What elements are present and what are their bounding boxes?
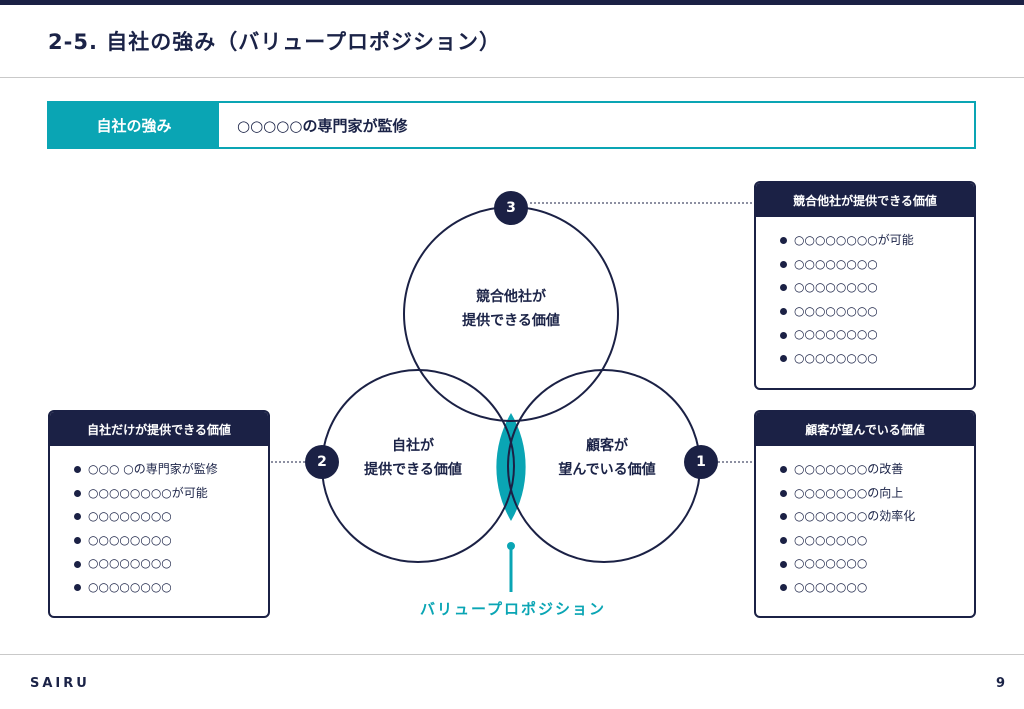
- bullet-icon: [780, 489, 787, 497]
- bullet-icon: [780, 260, 787, 268]
- list-item: ○○○○○○○の効率化: [780, 505, 974, 529]
- list-item: ○○○○○○○○: [74, 529, 268, 553]
- bullet-icon: [780, 355, 787, 363]
- slide-title: 2-5. 自社の強み（バリュープロポジション）: [48, 30, 501, 54]
- own-value-card: 自社だけが提供できる価値 ○○○ ○の専門家が監修 ○○○○○○○○が可能 ○○…: [48, 410, 270, 618]
- list-item: ○○○○○○○: [780, 576, 974, 600]
- own-circle-text: 自社が 提供できる価値: [343, 434, 483, 482]
- list-item: ○○○○○○○: [780, 529, 974, 553]
- strength-label: 自社の強み: [49, 103, 219, 147]
- list-item: ○○○○○○○○が可能: [74, 482, 268, 506]
- list-item: ○○○ ○の専門家が監修: [74, 458, 268, 482]
- list-item: ○○○○○○○の向上: [780, 482, 974, 506]
- list-item: ○○○○○○○○: [74, 505, 268, 529]
- customer-card-title: 顧客が望んでいる価値: [756, 412, 974, 446]
- competitors-value-card: 競合他社が提供できる価値 ○○○○○○○○が可能 ○○○○○○○○ ○○○○○○…: [754, 181, 976, 390]
- bullet-icon: [74, 560, 81, 568]
- own-card-title: 自社だけが提供できる価値: [50, 412, 268, 446]
- bullet-icon: [780, 466, 787, 474]
- own-line1: 自社が: [392, 438, 434, 454]
- header-divider: [0, 77, 1024, 78]
- bullet-icon: [74, 537, 81, 545]
- list-item: ○○○○○○○○: [780, 253, 974, 277]
- competitors-card-title: 競合他社が提供できる価値: [756, 183, 974, 217]
- bullet-icon: [74, 489, 81, 497]
- value-proposition-overlap: [496, 413, 526, 521]
- list-item: ○○○○○○○の改善: [780, 458, 974, 482]
- list-item: ○○○○○○○: [780, 552, 974, 576]
- strength-value: ○○○○○の専門家が監修: [237, 116, 408, 135]
- own-line2: 提供できる価値: [364, 462, 462, 478]
- list-item: ○○○○○○○○: [780, 323, 974, 347]
- customer-value-card: 顧客が望んでいる価値 ○○○○○○○の改善 ○○○○○○○の向上 ○○○○○○○…: [754, 410, 976, 618]
- list-item: ○○○○○○○○: [780, 300, 974, 324]
- competitors-number-badge: 3: [494, 191, 528, 225]
- list-item: ○○○○○○○○が可能: [780, 229, 974, 253]
- own-number-badge: 2: [305, 445, 339, 479]
- competitors-circle-text: 競合他社が 提供できる価値: [431, 285, 591, 333]
- bullet-icon: [780, 537, 787, 545]
- value-proposition-label: バリュープロポジション: [419, 600, 607, 618]
- competitors-line1: 競合他社が: [476, 289, 546, 305]
- top-accent-bar: [0, 0, 1024, 5]
- footer-divider: [0, 654, 1024, 655]
- bullet-icon: [780, 560, 787, 568]
- bullet-icon: [780, 584, 787, 592]
- bullet-icon: [780, 331, 787, 339]
- bullet-icon: [780, 513, 787, 521]
- bullet-icon: [74, 466, 81, 474]
- list-item: ○○○○○○○○: [74, 576, 268, 600]
- page-number: 9: [995, 676, 1005, 691]
- bullet-icon: [74, 584, 81, 592]
- customer-number-badge: 1: [684, 445, 718, 479]
- bullet-icon: [780, 308, 787, 316]
- own-list: ○○○ ○の専門家が監修 ○○○○○○○○が可能 ○○○○○○○○ ○○○○○○…: [50, 446, 268, 600]
- list-item: ○○○○○○○○: [780, 347, 974, 371]
- list-item: ○○○○○○○○: [74, 552, 268, 576]
- customer-line1: 顧客が: [586, 438, 628, 454]
- customer-line2: 望んでいる価値: [558, 462, 656, 478]
- strength-bar: 自社の強み ○○○○○の専門家が監修: [47, 101, 976, 149]
- footer-brand: SAIRU: [30, 676, 90, 691]
- list-item: ○○○○○○○○: [780, 276, 974, 300]
- competitors-list: ○○○○○○○○が可能 ○○○○○○○○ ○○○○○○○○ ○○○○○○○○ ○…: [756, 217, 974, 371]
- competitors-line2: 提供できる価値: [462, 313, 560, 329]
- customer-circle-text: 顧客が 望んでいる価値: [537, 434, 677, 482]
- bullet-icon: [780, 237, 787, 245]
- bullet-icon: [780, 284, 787, 292]
- bullet-icon: [74, 513, 81, 521]
- customer-list: ○○○○○○○の改善 ○○○○○○○の向上 ○○○○○○○の効率化 ○○○○○○…: [756, 446, 974, 600]
